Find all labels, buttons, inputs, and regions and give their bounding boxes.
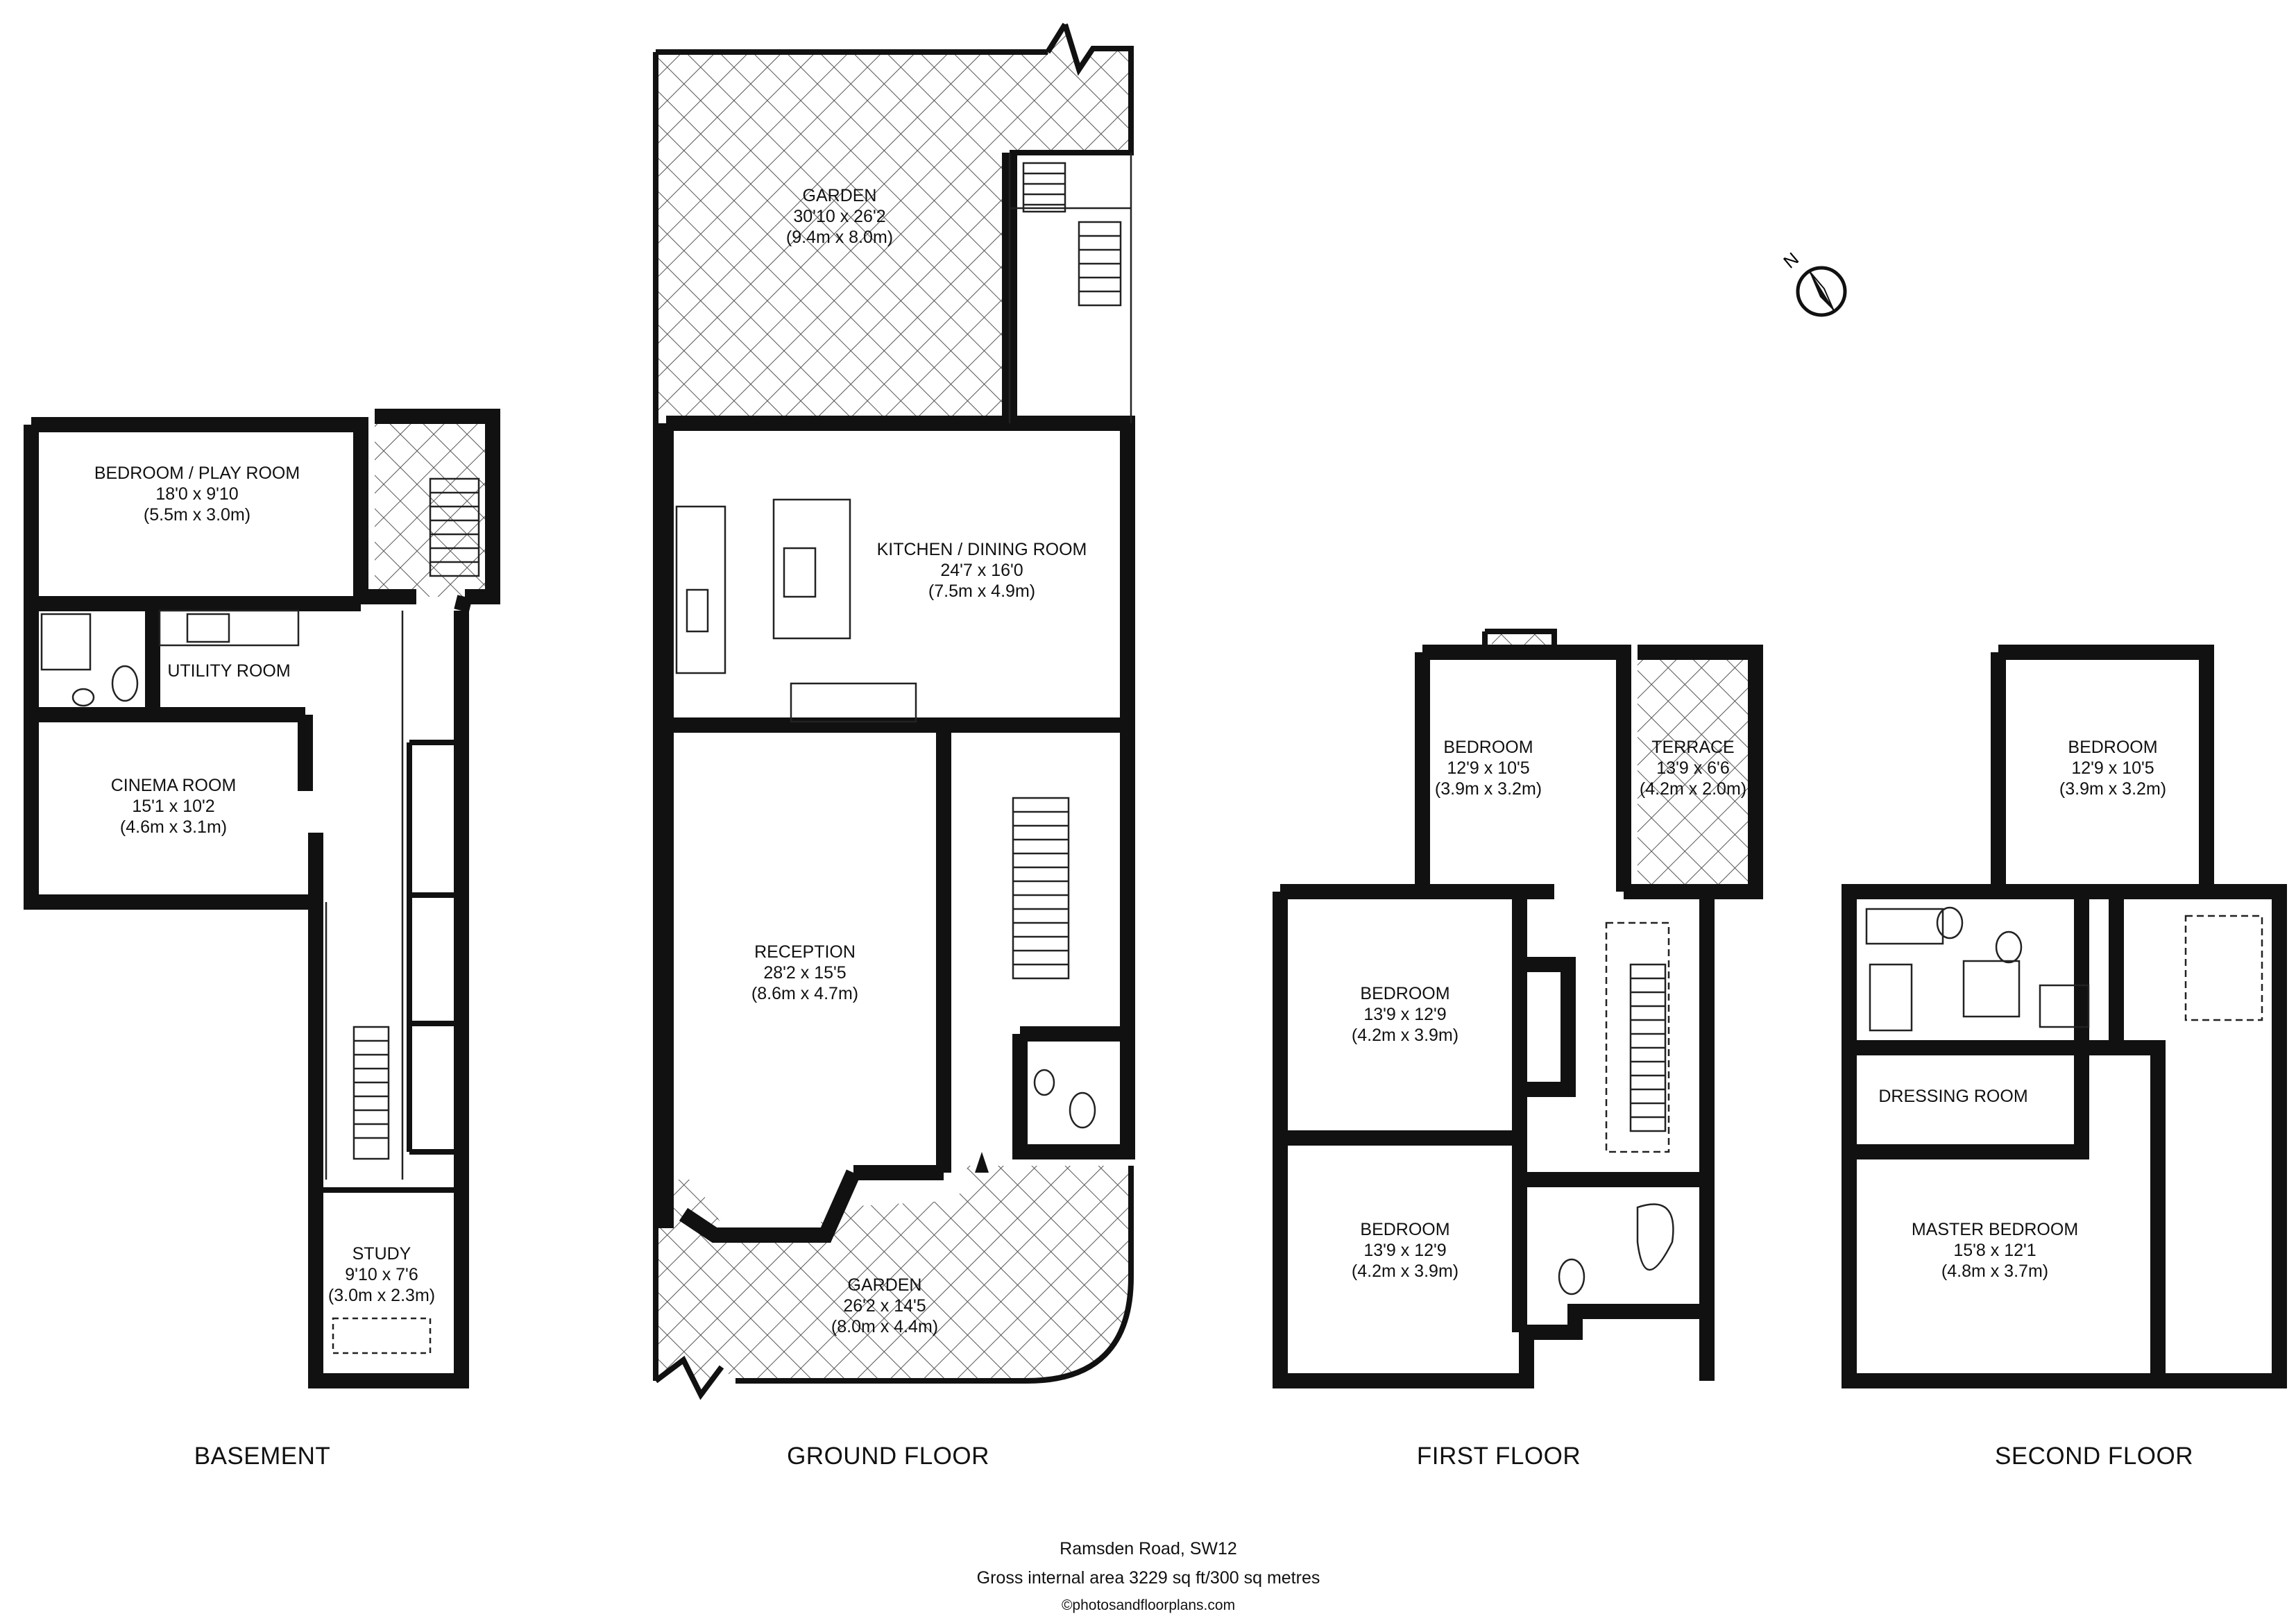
floor-label-ground: GROUND FLOOR: [787, 1443, 989, 1470]
north-compass-icon: N: [1779, 248, 1847, 317]
second-toilet-2: [1995, 931, 2023, 964]
room-name-first-bedroom-top: BEDROOM: [1443, 738, 1533, 757]
room-metric-master: (4.8m x 3.7m): [1941, 1261, 2048, 1281]
bathroom-toilet: [1558, 1258, 1585, 1295]
rear-stairs: [1012, 162, 1122, 980]
second-toilet: [1936, 906, 1964, 940]
room-name-first-bedroom-mid: BEDROOM: [1360, 984, 1449, 1003]
copyright-notice: ©photosandfloorplans.com: [1062, 1597, 1235, 1613]
room-metric-front-garden: (8.0m x 4.4m): [831, 1317, 938, 1336]
room-name-second-bedroom: BEDROOM: [2068, 738, 2157, 757]
gross-internal-area: Gross internal area 3229 sq ft/300 sq me…: [977, 1568, 1320, 1588]
wc-toilet: [1069, 1091, 1096, 1129]
double-vanity: [1869, 963, 1913, 1032]
bathtub: [1636, 1203, 1674, 1271]
room-name-reception: RECEPTION: [754, 942, 856, 962]
first-floor-stairs: [1605, 921, 1670, 1153]
room-metric-kitchen: (7.5m x 4.9m): [928, 581, 1035, 601]
room-name-bedroom-play: BEDROOM / PLAY ROOM: [94, 464, 300, 483]
hob-icon: [783, 547, 817, 598]
room-metric-terrace: (4.2m x 2.0m): [1640, 779, 1746, 799]
room-dim-master: 15'8 x 12'1: [1953, 1241, 2036, 1260]
room-dim-rear-garden: 30'10 x 26'2: [793, 207, 885, 226]
basement-plan: BEDROOM / PLAY ROOM 18'0 x 9'10 (5.5m x …: [24, 409, 500, 1470]
room-dim-second-bedroom: 12'9 x 10'5: [2071, 758, 2154, 778]
room-dim-reception: 28'2 x 15'5: [763, 963, 846, 983]
room-dim-terrace: 13'9 x 6'6: [1656, 758, 1729, 778]
room-name-cinema: CINEMA ROOM: [111, 776, 237, 795]
basement-stairs: [352, 477, 480, 1160]
second-shower-a: [1962, 960, 2021, 1018]
room-metric-reception: (8.6m x 4.7m): [751, 984, 858, 1003]
first-floor-plan: BEDROOM 12'9 x 10'5 (3.9m x 3.2m) TERRAC…: [1273, 629, 1763, 1470]
wc-basin: [1033, 1069, 1055, 1096]
room-dim-cinema: 15'1 x 10'2: [132, 797, 214, 816]
property-address: Ramsden Road, SW12: [1060, 1539, 1237, 1558]
room-name-utility: UTILITY ROOM: [167, 661, 290, 681]
room-name-master: MASTER BEDROOM: [1912, 1220, 2078, 1239]
room-name-dressing: DRESSING ROOM: [1878, 1087, 2027, 1106]
ground-floor-plan: GARDEN 30'10 x 26'2 (9.4m x 8.0m) KITCHE…: [653, 22, 1135, 1470]
room-metric-first-bedroom-top: (3.9m x 3.2m): [1435, 779, 1542, 799]
study-skylight: [332, 1317, 432, 1354]
room-metric-bedroom-play: (5.5m x 3.0m): [144, 505, 250, 525]
room-metric-cinema: (4.6m x 3.1m): [120, 817, 227, 837]
front-garden-area: [656, 1166, 1131, 1395]
room-name-terrace: TERRACE: [1651, 738, 1734, 757]
room-metric-second-bedroom: (3.9m x 3.2m): [2059, 779, 2166, 799]
second-floor-stair-void: [2184, 915, 2263, 1021]
room-dim-bedroom-play: 18'0 x 9'10: [155, 484, 238, 504]
room-dim-first-bedroom-top: 12'9 x 10'5: [1447, 758, 1529, 778]
room-name-first-bedroom-low: BEDROOM: [1360, 1220, 1449, 1239]
room-dim-first-bedroom-low: 13'9 x 12'9: [1363, 1241, 1446, 1260]
toilet: [111, 665, 139, 702]
second-shower-b: [2039, 984, 2090, 1028]
room-metric-first-bedroom-low: (4.2m x 3.9m): [1352, 1261, 1459, 1281]
shower-tray: [40, 613, 92, 671]
kitchen-sideboard: [790, 682, 917, 723]
sink-icon: [686, 588, 709, 633]
room-name-rear-garden: GARDEN: [803, 186, 877, 205]
room-dim-first-bedroom-mid: 13'9 x 12'9: [1363, 1005, 1446, 1024]
room-metric-rear-garden: (9.4m x 8.0m): [786, 228, 893, 247]
compass-north-label: N: [1779, 248, 1803, 273]
room-metric-first-bedroom-mid: (4.2m x 3.9m): [1352, 1026, 1459, 1045]
second-bath: [1865, 908, 1944, 945]
floor-label-basement: BASEMENT: [194, 1443, 331, 1470]
terrace-area: [1638, 652, 1755, 892]
room-metric-study: (3.0m x 2.3m): [328, 1286, 435, 1305]
second-floor-plan: BEDROOM 12'9 x 10'5 (3.9m x 3.2m) DRESSI…: [1842, 645, 2287, 1470]
entrance-arrow-icon: [975, 1152, 989, 1173]
room-dim-kitchen: 24'7 x 16'0: [940, 561, 1023, 580]
room-name-kitchen: KITCHEN / DINING ROOM: [877, 540, 1087, 559]
utility-sink: [186, 613, 230, 643]
room-dim-front-garden: 26'2 x 14'5: [843, 1296, 926, 1316]
room-name-front-garden: GARDEN: [848, 1275, 922, 1295]
room-name-study: STUDY: [352, 1244, 411, 1264]
floor-label-second: SECOND FLOOR: [1995, 1443, 2193, 1470]
floor-label-first: FIRST FLOOR: [1417, 1443, 1581, 1470]
kitchen-island: [772, 498, 851, 640]
rear-garden-area: [656, 24, 1131, 423]
basin: [71, 688, 95, 707]
room-dim-study: 9'10 x 7'6: [345, 1265, 418, 1284]
kitchen-counter: [675, 505, 726, 674]
